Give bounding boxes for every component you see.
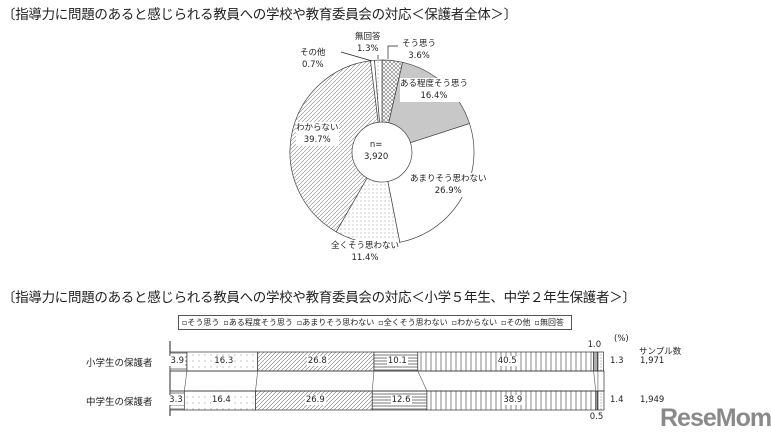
bar-value-label: 10.1 bbox=[386, 356, 408, 366]
legend-swatch-icon: ▫ bbox=[534, 318, 540, 327]
resemom-logo: ReseMom bbox=[660, 404, 771, 432]
sample-header: サンプル数 bbox=[639, 347, 682, 357]
connector-line bbox=[371, 370, 375, 392]
legend-swatch-icon: ▫ bbox=[182, 318, 188, 327]
row-label: 中学生の保護者 bbox=[86, 397, 153, 408]
bar-value-label: 26.9 bbox=[304, 395, 326, 405]
bar-value-label: 16.3 bbox=[213, 356, 235, 366]
pie-label-name: 無回答 bbox=[355, 32, 381, 42]
pie-label-value: 11.4% bbox=[351, 253, 379, 263]
connector-line bbox=[184, 370, 188, 392]
pie-label-name: ある程度そう思う bbox=[400, 79, 469, 89]
legend-item: ▫ある程度そう思う bbox=[223, 318, 292, 327]
pie-label: そう思う 3.6% bbox=[402, 38, 437, 62]
bar-value-label: 26.8 bbox=[306, 356, 328, 366]
legend-text: ある程度そう思う bbox=[228, 318, 293, 327]
legend-item: ▫わからない bbox=[452, 318, 497, 327]
bar-value-label: 1.3 bbox=[610, 356, 624, 366]
bar-value-label: 3.3 bbox=[168, 395, 184, 405]
bar-value-label: 12.6 bbox=[390, 395, 412, 405]
bar-value-label: 1.0 bbox=[587, 340, 602, 350]
pie-center-label: n= 3,920 bbox=[364, 139, 388, 163]
pie-label: 全くそう思わない 11.4% bbox=[331, 240, 400, 264]
pie-label-value: 26.9% bbox=[434, 186, 462, 196]
pie-label-value: 16.4% bbox=[420, 91, 448, 101]
pie-label-value: 0.7% bbox=[301, 60, 324, 70]
legend-swatch-icon: ▫ bbox=[501, 318, 507, 327]
bar-value-label: 16.4 bbox=[210, 395, 232, 405]
legend-text: あまりそう思わない bbox=[302, 318, 375, 327]
legend-text: そう思う bbox=[187, 318, 220, 327]
pie-label: 無回答 1.3% bbox=[355, 31, 381, 55]
row-gap bbox=[169, 370, 605, 392]
bar-title: 〔指導力に問題のあると感じられる教員への学校や教育委員会の対応＜小学５年生、中学… bbox=[2, 290, 636, 306]
pie-label-value: 3.6% bbox=[408, 51, 430, 61]
legend-text: わからない bbox=[457, 318, 498, 327]
legend-swatch-icon: ▫ bbox=[451, 318, 458, 327]
pie-label: その他 0.7% bbox=[300, 47, 326, 71]
bar-value-label: 40.5 bbox=[496, 356, 518, 366]
bar-segment bbox=[597, 351, 604, 372]
connector-line bbox=[417, 370, 428, 392]
legend-text: 全くそう思わない bbox=[383, 318, 448, 327]
legend-item: ▫無回答 bbox=[535, 318, 564, 327]
connector-line bbox=[593, 370, 597, 392]
pie-label: あまりそう思わない 26.9% bbox=[410, 173, 487, 197]
pie-label-name: わからない bbox=[296, 123, 339, 133]
legend-swatch-icon: ▫ bbox=[378, 318, 384, 327]
pie-label-name: あまりそう思わない bbox=[410, 174, 487, 184]
pie-label-name: そう思う bbox=[402, 39, 437, 49]
bar-value-label: 0.5 bbox=[589, 412, 604, 422]
legend-text: 無回答 bbox=[539, 318, 564, 327]
n-value: 3,920 bbox=[364, 152, 389, 162]
bar-segment bbox=[593, 351, 599, 372]
legend-item: ▫その他 bbox=[501, 318, 530, 327]
pie-label-value: 1.3% bbox=[356, 44, 379, 54]
legend-text: その他 bbox=[506, 318, 531, 327]
legend-swatch-icon: ▫ bbox=[296, 318, 303, 327]
pie-title: 〔指導力に問題のあると感じられる教員への学校や教育委員会の対応＜保護者全体＞〕 bbox=[2, 7, 517, 23]
bar-legend: ▫そう思う▫ある程度そう思う▫あまりそう思わない▫全くそう思わない▫わからない▫… bbox=[178, 315, 572, 330]
pie-label: ある程度そう思う 16.4% bbox=[400, 78, 469, 102]
pie-label: わからない 39.7% bbox=[296, 122, 339, 146]
legend-item: ▫あまりそう思わない bbox=[297, 318, 374, 327]
legend-item: ▫そう思う bbox=[182, 318, 219, 327]
pie-label-name: その他 bbox=[300, 48, 326, 58]
pie-label-value: 39.7% bbox=[303, 135, 331, 145]
sample-size: 1,949 bbox=[640, 395, 665, 405]
bar-value-label: 3.9 bbox=[169, 356, 185, 366]
bar-value-label: 38.9 bbox=[502, 395, 524, 405]
bar-segment bbox=[597, 390, 605, 411]
row-label: 小学生の保護者 bbox=[86, 358, 153, 369]
sample-size: 1,971 bbox=[640, 356, 665, 366]
legend-swatch-icon: ▫ bbox=[223, 318, 229, 327]
pie-label-name: 全くそう思わない bbox=[331, 241, 400, 251]
connector-line bbox=[255, 370, 258, 392]
pie-slice bbox=[289, 60, 379, 233]
leader-line bbox=[387, 45, 398, 59]
leader-line bbox=[340, 51, 373, 62]
legend-item: ▫全くそう思わない bbox=[378, 318, 447, 327]
unit-label: (%) bbox=[614, 334, 629, 344]
bar-value-label: 1.4 bbox=[610, 395, 624, 405]
pie-slice bbox=[374, 59, 383, 123]
n-label: n= bbox=[369, 140, 383, 150]
